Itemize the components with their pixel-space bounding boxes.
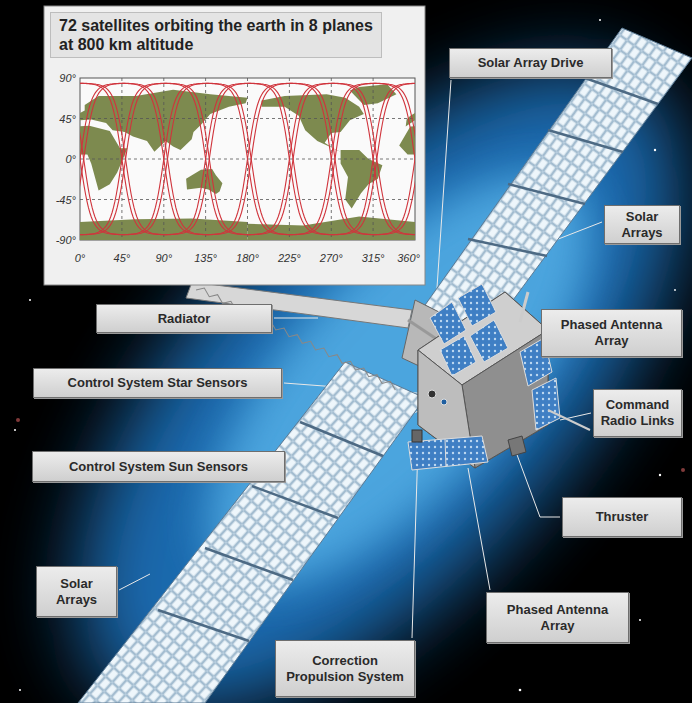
axis-label: 45° <box>114 252 131 264</box>
part-name: Phased Antenna Array <box>548 317 675 348</box>
inset-heading: 72 satellites orbiting the earth in 8 pl… <box>50 12 382 58</box>
axis-label: 135° <box>194 252 217 264</box>
part-name: Control System Sun Sensors <box>69 459 248 475</box>
ground-track <box>80 83 415 234</box>
callout-box: Radiator <box>96 304 272 333</box>
continent <box>399 126 415 191</box>
callout-box: Correction Propulsion System <box>275 640 415 697</box>
part-name: Control System Star Sensors <box>68 375 248 391</box>
ground-track <box>80 83 415 234</box>
axis-label: 180° <box>236 252 259 264</box>
axis-label: 90° <box>59 72 76 84</box>
callout-box: Solar Arrays <box>36 566 117 617</box>
ground-track <box>80 83 415 234</box>
solar-array <box>425 28 692 338</box>
part-name: Correction Propulsion System <box>282 653 408 684</box>
ground-track <box>80 83 415 234</box>
part-name: Thruster <box>596 509 649 525</box>
axis-label: 0° <box>75 252 86 264</box>
axis-label: 360° <box>397 252 420 264</box>
part-name: Phased Antenna Array <box>493 602 622 633</box>
axis-label: -45° <box>56 194 76 206</box>
part-name: Command Radio Links <box>600 397 675 428</box>
callout-box: Control System Sun Sensors <box>32 451 285 482</box>
continent <box>262 94 364 152</box>
part-name: Solar Arrays <box>43 576 110 607</box>
axis-label: 90° <box>155 252 172 264</box>
callout-box: Thruster <box>562 497 682 537</box>
callout-box: Solar Arrays <box>604 205 680 244</box>
callout-box: Phased Antenna Array <box>541 309 682 357</box>
callout-box: Control System Star Sensors <box>33 368 282 398</box>
callout-box: Solar Array Drive <box>449 48 612 78</box>
callout-box: Phased Antenna Array <box>486 592 629 643</box>
axis-label: -90° <box>56 234 76 246</box>
axis-label: 315° <box>362 252 385 264</box>
axis-label: 0° <box>65 153 76 165</box>
part-name: Solar Array Drive <box>478 55 584 71</box>
axis-label: 225° <box>278 252 301 264</box>
ground-track-map <box>0 6 692 285</box>
callout-box: Command Radio Links <box>593 389 682 437</box>
axis-label: 270° <box>320 252 343 264</box>
inset-title: 72 satellites orbiting the earth in 8 pl… <box>59 16 373 54</box>
part-name: Solar Arrays <box>611 209 673 240</box>
solar-array <box>78 362 425 703</box>
part-name: Radiator <box>158 311 211 327</box>
axis-label: 45° <box>59 113 76 125</box>
